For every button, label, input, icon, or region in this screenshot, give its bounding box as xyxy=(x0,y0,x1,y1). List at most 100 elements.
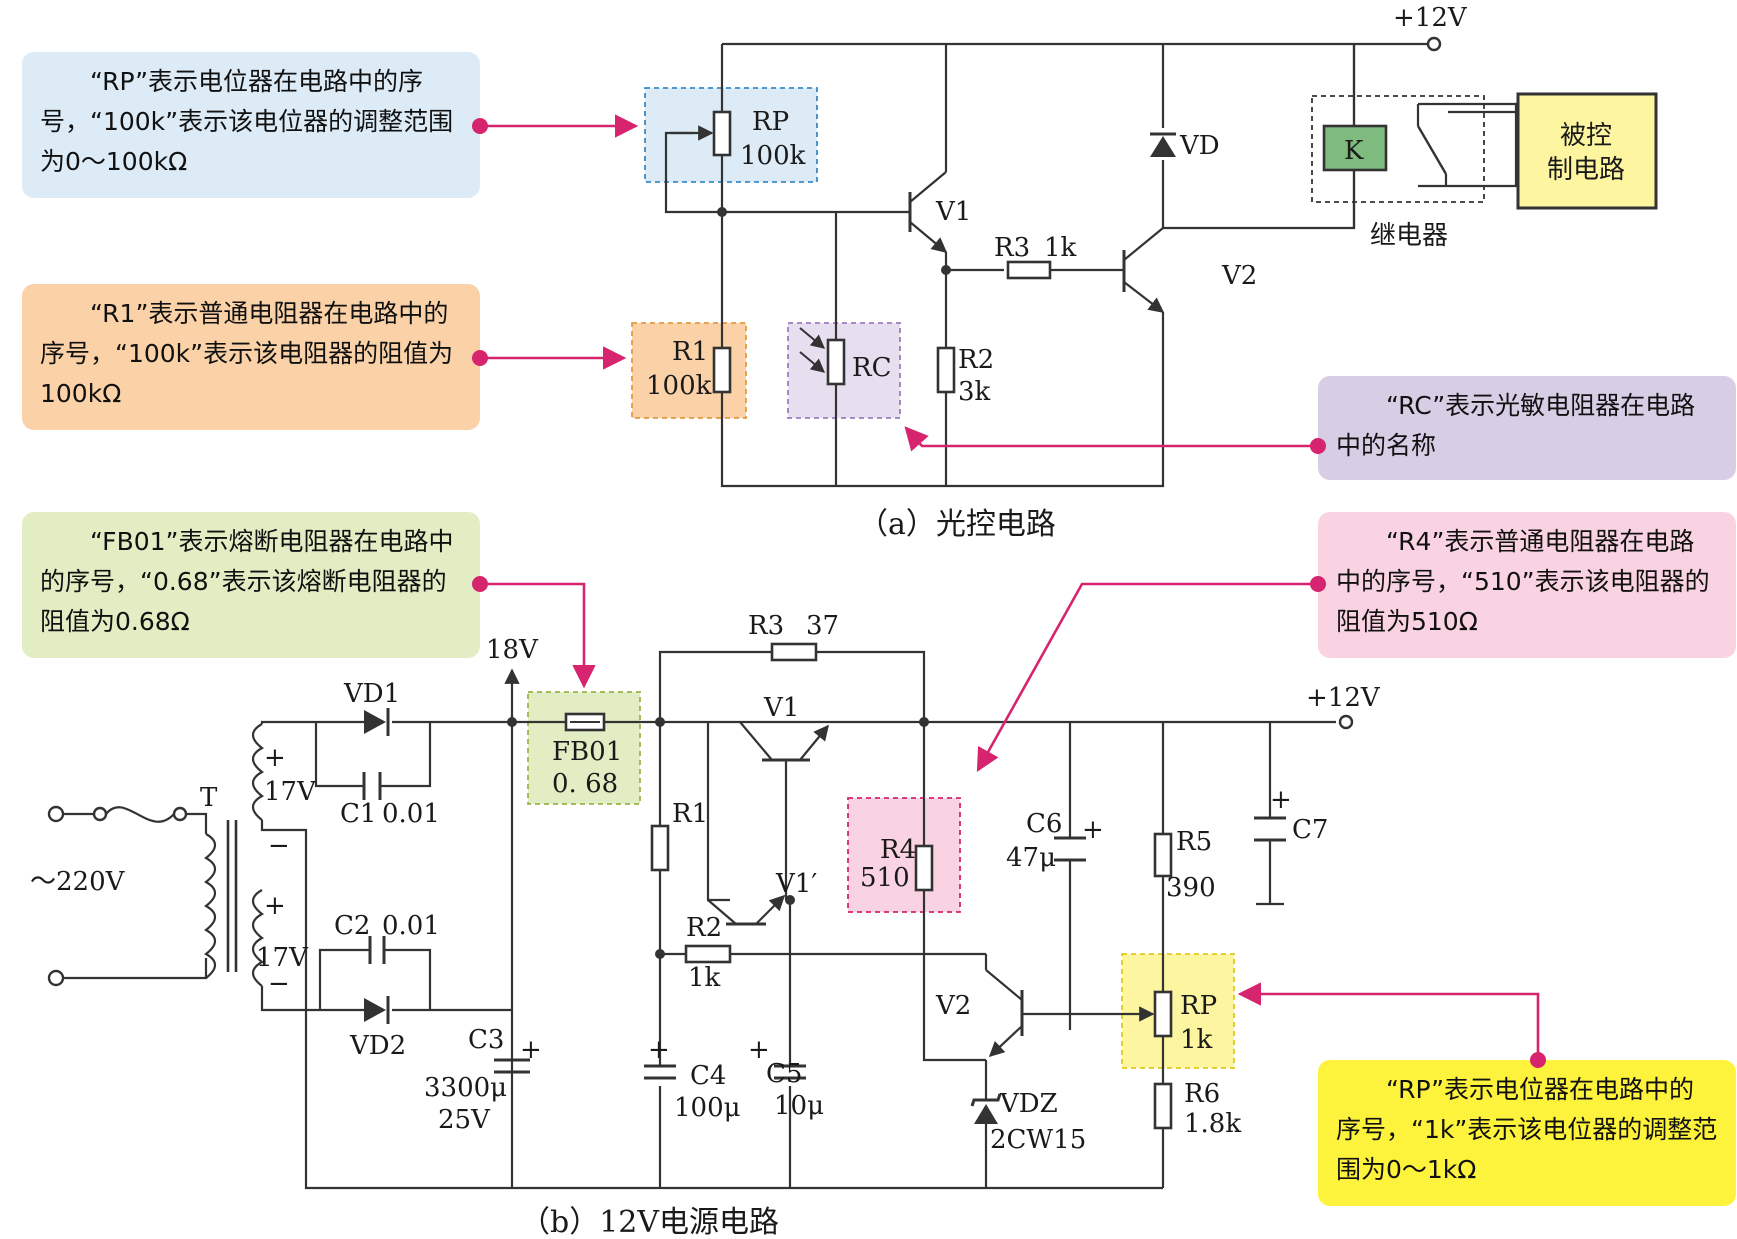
b-c5-label: C5 xyxy=(766,1059,802,1089)
b-r6-label: R6 xyxy=(1184,1079,1220,1109)
b-vd1-label: VD1 xyxy=(343,679,400,709)
b-r1-label: R1 xyxy=(672,799,708,829)
a-rp-label: RP xyxy=(752,107,789,137)
b-c5-value: 10μ xyxy=(774,1091,824,1121)
b-c2-label: C2 xyxy=(334,911,370,941)
a-r2-label: R2 xyxy=(958,345,994,375)
a-load-line2: 制电路 xyxy=(1547,155,1625,185)
transistor-v1-prime xyxy=(707,894,786,926)
r4-b-highlight xyxy=(847,797,961,913)
note-rp-b: “RP”表示电位器在电路中的序号，“1k”表示该电位器的调整范围为0～1kΩ xyxy=(1318,1060,1736,1206)
a-r1-label: R1 xyxy=(672,337,708,367)
a-r1-value: 100k xyxy=(646,371,712,401)
a-rc-label: RC xyxy=(852,353,891,383)
caption-a: （a）光控电路 xyxy=(858,507,1056,542)
b-rp-value: 1k xyxy=(1180,1025,1213,1055)
fb01-highlight xyxy=(527,691,641,805)
b-fb01-value: 0. 68 xyxy=(552,769,618,799)
a-load-line1: 被控 xyxy=(1560,121,1612,151)
b-ac-label: ～220V xyxy=(30,867,126,897)
b-17v-bottom: 17V xyxy=(256,943,309,973)
b-plus-1: + xyxy=(264,743,286,773)
a-r3-label: R3 xyxy=(994,233,1030,263)
b-v1p-label: V1′ xyxy=(775,869,817,899)
a-r3-value: 1k xyxy=(1044,233,1077,263)
b-t-label: T xyxy=(200,783,218,813)
rp-a-highlight xyxy=(644,87,818,183)
resistor-r1-b xyxy=(650,824,670,872)
resistor-r3-b xyxy=(770,642,818,662)
b-vd2-label: VD2 xyxy=(349,1031,406,1061)
b-c4-plus: + xyxy=(648,1035,670,1065)
b-c3-plus: + xyxy=(520,1035,542,1065)
resistor-r2-b xyxy=(684,944,732,964)
b-plus-2: + xyxy=(264,891,286,921)
note-fb01-b: “FB01”表示熔断电阻器在电路中的序号，“0.68”表示该熔断电阻器的阻值为0… xyxy=(22,512,480,658)
b-c1-value: 0.01 xyxy=(382,799,440,829)
b-vdz-value: 2CW15 xyxy=(990,1125,1086,1155)
b-17v-top: 17V xyxy=(264,777,317,807)
a-rp-value: 100k xyxy=(740,141,806,171)
transistor-v1-b xyxy=(739,721,829,762)
a-relay-label: 继电器 xyxy=(1370,221,1448,251)
resistor-r6-b xyxy=(1153,1082,1173,1130)
b-c3-value: 3300μ xyxy=(424,1073,507,1103)
a-r2-value: 3k xyxy=(958,377,991,407)
b-c6-plus: + xyxy=(1082,815,1104,845)
b-vcc-label: +12V xyxy=(1306,683,1381,713)
b-r4-value: 510 xyxy=(860,863,910,893)
b-fb01-label: FB01 xyxy=(552,737,622,767)
b-c4-value: 100μ xyxy=(674,1093,741,1123)
pointer-arrows xyxy=(472,114,1546,1068)
zener-vdz xyxy=(970,1093,1002,1124)
diode-vd1 xyxy=(364,708,390,736)
b-r3-label: R3 xyxy=(748,611,784,641)
resistor-r4-b xyxy=(914,844,934,892)
b-c4-label: C4 xyxy=(690,1061,726,1091)
a-vd-label: VD xyxy=(1179,131,1220,161)
b-c7-label: C7 xyxy=(1292,815,1328,845)
b-c3-label: C3 xyxy=(468,1025,504,1055)
b-c7-plus: + xyxy=(1270,785,1292,815)
resistor-r3-a xyxy=(1006,260,1052,280)
b-r3-value: 37 xyxy=(806,611,839,641)
b-r5-value: 390 xyxy=(1166,873,1216,903)
transistor-v1-a xyxy=(908,171,948,253)
b-minus-1: − xyxy=(268,831,290,861)
rp-b-highlight xyxy=(1121,953,1235,1069)
b-rp-label: RP xyxy=(1180,991,1217,1021)
transistor-v2-b xyxy=(984,954,1024,1058)
photoresistor-rc xyxy=(826,338,846,386)
b-c6-value: 47μ xyxy=(1006,843,1056,873)
circuit-a: +12V RP 100k R1 100k RC R2 3k R3 1k V1 V… xyxy=(631,3,1658,542)
a-k-label: K xyxy=(1344,136,1364,166)
caption-b: （b）12V电源电路 xyxy=(520,1205,779,1239)
b-c5-plus: + xyxy=(748,1035,770,1065)
resistor-r5-b xyxy=(1153,832,1173,878)
resistor-r1-a xyxy=(712,346,732,394)
diode-vd2 xyxy=(364,996,390,1024)
potentiometer-rp-a xyxy=(712,110,732,157)
b-r2-label: R2 xyxy=(686,913,722,943)
b-v2-label: V2 xyxy=(935,991,971,1021)
a-v2-label: V2 xyxy=(1221,261,1257,291)
resistor-r2-a xyxy=(936,346,956,394)
a-v1-label: V1 xyxy=(935,197,971,227)
a-vcc-label: +12V xyxy=(1393,3,1468,33)
b-c6-label: C6 xyxy=(1026,809,1062,839)
diode-vd-a xyxy=(1150,132,1176,157)
b-c2-value: 0.01 xyxy=(382,911,440,941)
note-r4-b: “R4”表示普通电阻器在电路中的序号，“510”表示该电阻器的阻值为510Ω xyxy=(1318,512,1736,658)
b-r5-label: R5 xyxy=(1176,827,1212,857)
b-r2-value: 1k xyxy=(688,963,721,993)
b-minus-2: − xyxy=(268,969,290,999)
circuit-b: 18V +12V ～220V T 17V 17V + − + − VD1 C1 … xyxy=(30,611,1381,1239)
transistor-v2-a xyxy=(1122,227,1165,313)
note-rc-a: “RC”表示光敏电阻器在电路中的名称 xyxy=(1318,376,1736,480)
b-c3-voltage: 25V xyxy=(438,1105,491,1135)
b-vdz-label: VDZ xyxy=(999,1089,1058,1119)
note-rp-a: “RP”表示电位器在电路中的序号，“100k”表示该电位器的调整范围为0～100… xyxy=(22,52,480,198)
b-18v-label: 18V xyxy=(486,635,539,665)
b-r6-value: 1.8k xyxy=(1184,1109,1241,1139)
